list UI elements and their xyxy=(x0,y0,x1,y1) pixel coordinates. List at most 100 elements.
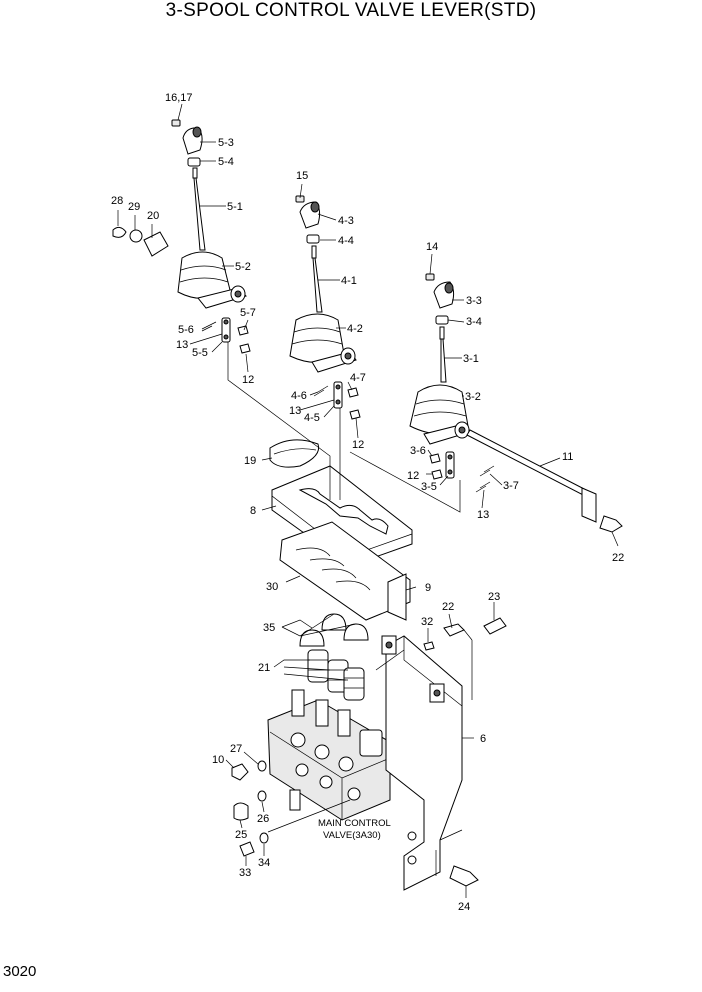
label-21: 21 xyxy=(258,662,270,674)
nut-5-4 xyxy=(187,157,201,167)
bolt-12a xyxy=(239,343,251,354)
label-8: 8 xyxy=(250,505,256,517)
cap-35a xyxy=(299,629,325,647)
label-30: 30 xyxy=(266,581,278,593)
label-5-6: 5-6 xyxy=(178,324,194,336)
washer-29 xyxy=(129,229,143,243)
bellows-21c xyxy=(343,667,365,701)
label-5-5: 5-5 xyxy=(192,347,208,359)
page-title: 3-SPOOL CONTROL VALVE LEVER(STD) xyxy=(165,0,537,21)
lever-3-1 xyxy=(440,338,447,383)
lever-4-1 xyxy=(312,257,323,313)
lever-assembly-4 xyxy=(289,195,361,420)
main-valve-note-line2: VALVE(3A30) xyxy=(323,830,381,841)
label-5-2: 5-2 xyxy=(235,261,251,273)
lever-5-1 xyxy=(193,177,206,251)
label-13c: 13 xyxy=(477,509,489,521)
bracket-9 xyxy=(387,573,407,621)
label-34: 34 xyxy=(258,857,270,869)
label-4-5: 4-5 xyxy=(304,412,320,424)
bolt-24 xyxy=(449,865,479,887)
lever-assembly-5 xyxy=(112,119,251,354)
label-13a: 13 xyxy=(176,339,188,351)
label-4-3: 4-3 xyxy=(338,215,354,227)
lever-assembly-3 xyxy=(409,273,495,493)
knob-5-3-cap xyxy=(192,126,202,138)
label-3-3: 3-3 xyxy=(466,295,482,307)
label-6: 6 xyxy=(480,733,486,745)
label-4-7: 4-7 xyxy=(350,372,366,384)
cap-28 xyxy=(112,226,127,238)
label-25: 25 xyxy=(235,829,247,841)
main-control-valve xyxy=(267,689,391,821)
label-4-1: 4-1 xyxy=(341,275,357,287)
label-11: 11 xyxy=(562,451,573,463)
sleeve-20 xyxy=(143,231,169,257)
label-3-1: 3-1 xyxy=(463,353,479,365)
label-33: 33 xyxy=(239,867,251,879)
label-12b: 12 xyxy=(352,439,364,451)
bolt-12c xyxy=(431,469,443,480)
plate-8-slots xyxy=(298,488,389,535)
label-3-6: 3-6 xyxy=(410,445,426,457)
label-22b: 22 xyxy=(442,601,454,613)
label-5-7: 5-7 xyxy=(240,307,256,319)
label-14: 14 xyxy=(426,241,438,253)
label-24: 24 xyxy=(458,901,470,913)
rod-end-plate xyxy=(581,487,597,523)
bolt-23 xyxy=(483,617,507,635)
label-15: 15 xyxy=(296,170,308,182)
bracket-6 xyxy=(381,617,507,891)
pin-13c xyxy=(475,481,491,493)
label-5-4: 5-4 xyxy=(218,156,234,168)
bolt-33 xyxy=(239,841,255,857)
thread-4-1 xyxy=(311,245,317,259)
bolt-22a xyxy=(599,515,623,533)
nut-3-4 xyxy=(435,315,449,325)
label-27: 27 xyxy=(230,743,242,755)
nut-14 xyxy=(425,273,435,281)
page-number: 3020 xyxy=(3,963,37,980)
label-4-4: 4-4 xyxy=(338,235,354,247)
rod-11 xyxy=(466,429,623,533)
label-3-5: 3-5 xyxy=(421,481,437,493)
pin-4-6 xyxy=(313,385,329,397)
label-4-6: 4-6 xyxy=(291,390,307,402)
valve-fittings xyxy=(231,760,269,857)
cap-35c xyxy=(343,623,369,641)
pin-3-7 xyxy=(479,465,495,477)
cap-35b xyxy=(321,613,347,631)
plug-10 xyxy=(231,763,249,781)
label-3-4: 3-4 xyxy=(466,316,482,328)
leader-lines xyxy=(117,103,619,898)
cover-plates xyxy=(269,439,413,621)
label-9: 9 xyxy=(425,582,431,594)
label-3-2: 3-2 xyxy=(465,391,481,403)
thread-5-1 xyxy=(192,167,198,179)
oring-26 xyxy=(257,790,267,802)
label-5-3: 5-3 xyxy=(218,137,234,149)
label-26: 26 xyxy=(257,813,269,825)
part-labels: 16,17 5-3 5-4 5-1 28 29 20 5-2 5-7 5-6 1… xyxy=(111,92,624,913)
label-22a: 22 xyxy=(612,552,624,564)
nut-16-17 xyxy=(171,119,181,127)
label-19: 19 xyxy=(244,455,256,467)
label-35: 35 xyxy=(263,622,275,634)
label-20: 20 xyxy=(147,210,159,222)
label-23: 23 xyxy=(488,591,500,603)
washer-34 xyxy=(259,832,269,844)
label-12a: 12 xyxy=(242,374,254,386)
label-28: 28 xyxy=(111,195,123,207)
pivot-5-pin xyxy=(234,290,242,298)
boot-5-2-ribs xyxy=(179,265,229,283)
bolt-4-7 xyxy=(347,387,359,398)
bolt-5-7 xyxy=(237,325,249,336)
washer-32 xyxy=(423,641,435,651)
oring-27 xyxy=(257,760,267,772)
label-29: 29 xyxy=(128,201,140,213)
pin-5-6 xyxy=(201,321,217,332)
label-5-1: 5-1 xyxy=(227,201,243,213)
plug-25 xyxy=(233,802,249,821)
valve-body xyxy=(267,699,391,821)
